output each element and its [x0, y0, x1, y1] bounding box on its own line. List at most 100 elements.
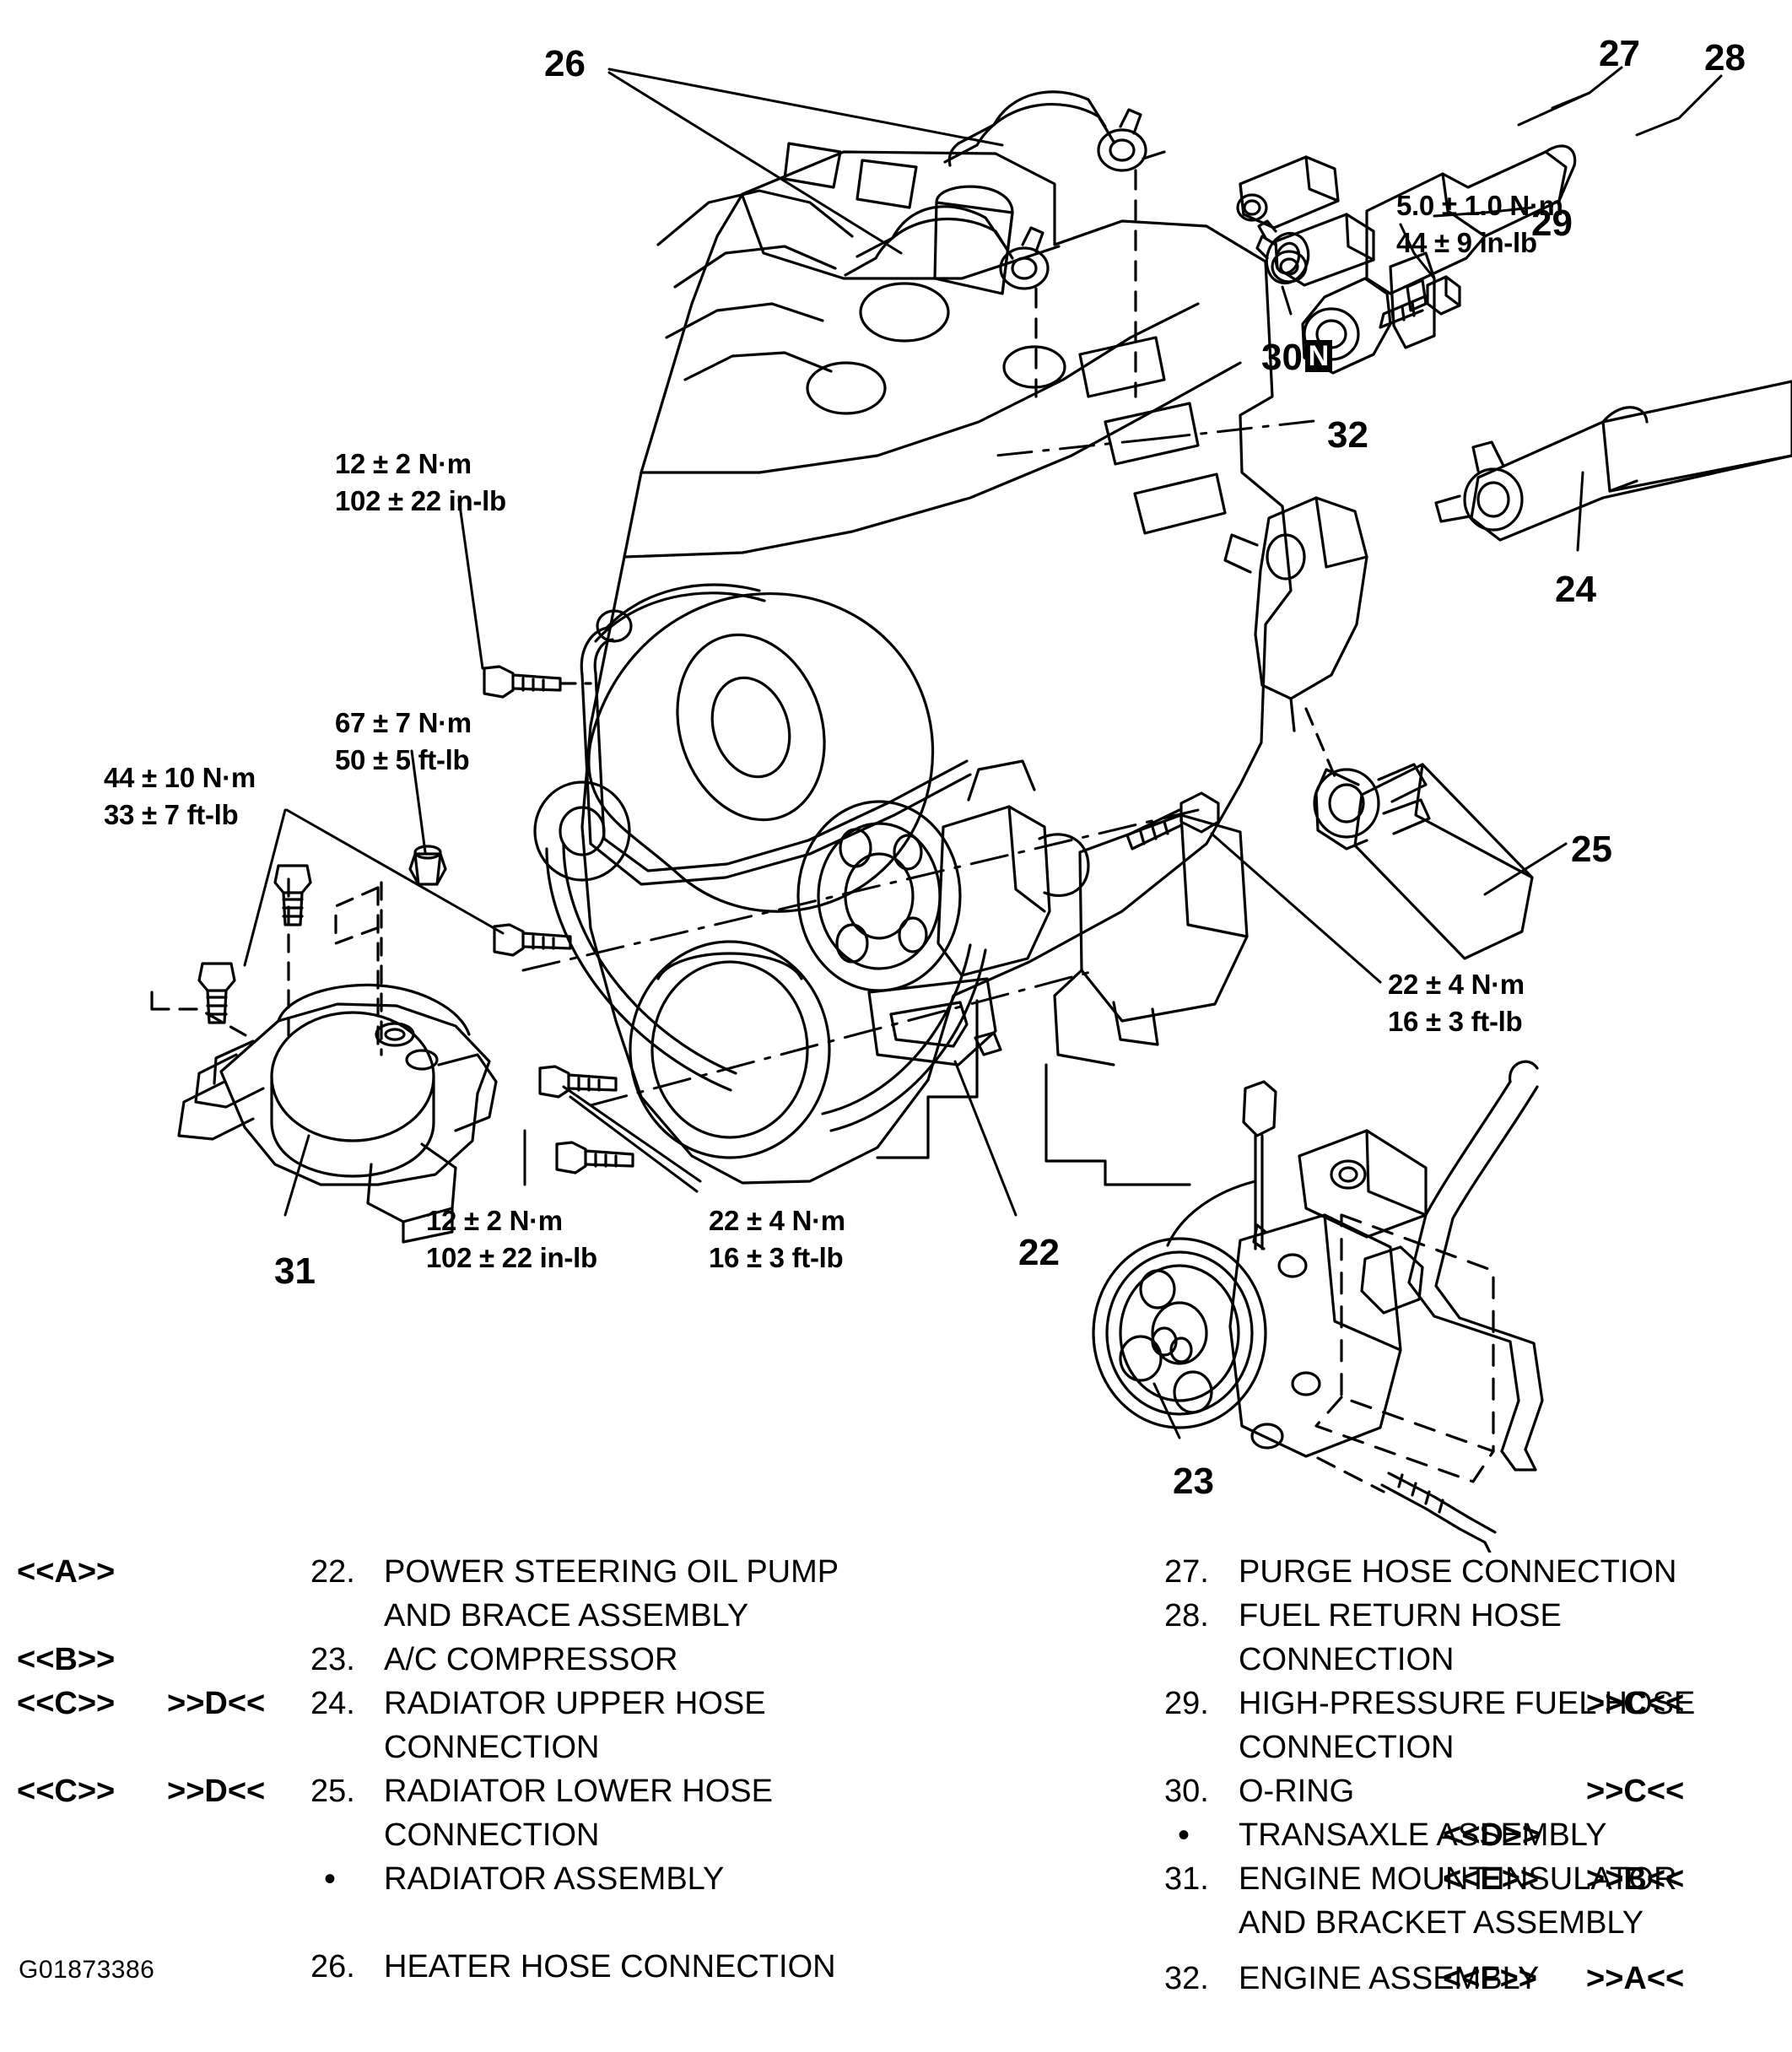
- legend-item-number: 23.: [310, 1642, 355, 1677]
- torque-fuel-hose-bolt-imperial: 44 ± 9 in-lb: [1396, 226, 1537, 258]
- legend-item-label: ENGINE ASSEMBLY: [1239, 1961, 1540, 1996]
- legend-mark-after: >>C<<: [1586, 1686, 1685, 1721]
- callout-24: 24: [1555, 569, 1596, 610]
- engine-mount-insulator-bracket: [150, 878, 498, 1244]
- torque-ps-pump-metric: 22 ± 4 N·m: [709, 1205, 845, 1236]
- high-pressure-fuel-hose: [1301, 144, 1577, 375]
- legend-row: • RADIATOR ASSEMBLY: [0, 1860, 894, 1904]
- legend-mark-before: <<C>>: [17, 1774, 116, 1809]
- fuel-return-hose-connection: [1255, 213, 1375, 287]
- torque-ps-pump-imperial: 16 ± 3 ft-lb: [709, 1241, 844, 1273]
- legend-item-label: HEATER HOSE CONNECTION: [384, 1949, 836, 1984]
- callout-32: 32: [1327, 414, 1368, 456]
- water-outlet-housing: [1223, 496, 1368, 732]
- heater-hose-connections: [844, 90, 1166, 398]
- legend-mark-before: <<D>>: [1443, 1817, 1541, 1853]
- torque-ac-compressor-metric: 22 ± 4 N·m: [1388, 969, 1525, 1000]
- legend-mark-after: >>A<<: [1586, 1961, 1685, 1996]
- torque-center-member-metric: 67 ± 7 N·m: [335, 707, 472, 738]
- ac-compressor: [1092, 1060, 1544, 1552]
- legend-row: <<E>> >>B<< 31. ENGINE MOUNT INSULATOR: [894, 1860, 1792, 1904]
- legend-mark-after: >>C<<: [1586, 1774, 1685, 1809]
- legend-row: <<C>>>>D<<25.RADIATOR LOWER HOSE: [0, 1772, 894, 1816]
- figure-id-label: G01873386: [19, 1956, 155, 1984]
- legend-item-number: •: [1178, 1817, 1190, 1854]
- legend-row: <<C>>>>D<<24.RADIATOR UPPER HOSE: [0, 1684, 894, 1728]
- torque-fuel-hose-bolt: 5.0 ± 1.0 N·m 44 ± 9 in-lb: [1396, 187, 1563, 261]
- legend-item-number: •: [324, 1860, 337, 1898]
- torque-bracket-lower-left-imperial: 102 ± 22 in-lb: [426, 1241, 597, 1273]
- legend-row-continuation: AND BRACE ASSEMBLY: [0, 1596, 894, 1640]
- legend-row-continuation: CONNECTION: [894, 1640, 1792, 1684]
- legend-item-label-cont: AND BRACE ASSEMBLY: [384, 1598, 749, 1634]
- legend-row-continuation: CONNECTION: [894, 1728, 1792, 1772]
- legend-item-number: 28.: [1164, 1598, 1209, 1634]
- bracket-bolt-c: [555, 1141, 634, 1174]
- torque-mount-insulator-imperial: 33 ± 7 ft-lb: [104, 798, 239, 830]
- callout-29: 29: [1531, 202, 1573, 244]
- legend-row-continuation: CONNECTION: [0, 1816, 894, 1860]
- legend-item-number: 26.: [310, 1949, 355, 1984]
- legend-item-number: 31.: [1164, 1861, 1209, 1897]
- torque-bolt-upper-left-imperial: 102 ± 22 in-lb: [335, 484, 506, 516]
- legend-item-label: TRANSAXLE ASSEMBLY: [1239, 1817, 1607, 1853]
- legend-item-number: 32.: [1164, 1961, 1209, 1996]
- torque-fuel-hose-bolt-metric: 5.0 ± 1.0 N·m: [1396, 190, 1563, 221]
- o-ring-part: [1265, 231, 1310, 285]
- legend-item-number: 27.: [1164, 1554, 1209, 1590]
- legend-item-label: HIGH-PRESSURE FUEL HOSE: [1239, 1686, 1696, 1721]
- legend-item-label: RADIATOR LOWER HOSE: [384, 1774, 773, 1809]
- legend-mark-before: <<F>>: [1443, 1961, 1537, 1996]
- legend-item-number: 25.: [310, 1774, 355, 1809]
- legend-item-label: RADIATOR ASSEMBLY: [384, 1861, 725, 1897]
- torque-center-member-imperial: 50 ± 5 ft-lb: [335, 743, 470, 775]
- legend-item-label: RADIATOR UPPER HOSE: [384, 1686, 766, 1721]
- callout-30-number: 30: [1261, 337, 1303, 378]
- legend-mark-before: <<A>>: [17, 1554, 116, 1590]
- callout-28: 28: [1704, 37, 1746, 78]
- legend-mark-before: <<C>>: [17, 1686, 116, 1721]
- legend-row: 27. PURGE HOSE CONNECTION: [894, 1552, 1792, 1596]
- legend-item-label-cont: CONNECTION: [384, 1817, 600, 1853]
- legend-mark-after: >>B<<: [1586, 1861, 1685, 1897]
- legend-item-number: 30.: [1164, 1774, 1209, 1809]
- engine-front-cover: [533, 591, 935, 1159]
- legend-item-label: O-RING: [1239, 1774, 1355, 1809]
- fuel-hose-mounting-bolt: [1379, 275, 1461, 329]
- torque-ac-compressor: 22 ± 4 N·m 16 ± 3 ft-lb: [1388, 966, 1525, 1040]
- legend-row: <<D>> • TRANSAXLE ASSEMBLY: [894, 1816, 1792, 1860]
- legend-row: 28. FUEL RETURN HOSE: [894, 1596, 1792, 1640]
- upper-bracket-bolt: [483, 665, 592, 699]
- legend-row-continuation: AND BRACKET ASSEMBLY: [894, 1904, 1792, 1947]
- bracket-bolt-b: [538, 1065, 618, 1099]
- legend-item-label: FUEL RETURN HOSE: [1239, 1598, 1562, 1634]
- legend-row: 26. HEATER HOSE CONNECTION: [0, 1947, 894, 1991]
- legend-row: <<A>>22.POWER STEERING OIL PUMP: [0, 1552, 894, 1596]
- engine-assembly-drawing: [150, 66, 1792, 1552]
- callout-22: 22: [1018, 1232, 1060, 1273]
- torque-center-member: 67 ± 7 N·m 50 ± 5 ft-lb: [335, 705, 472, 778]
- legend-item-label-cont: CONNECTION: [384, 1730, 600, 1765]
- callout-26: 26: [544, 43, 586, 84]
- legend-item-label: ENGINE MOUNT INSULATOR: [1239, 1861, 1677, 1897]
- legend-item-label-cont: CONNECTION: [1239, 1642, 1455, 1677]
- legend-item-number: 22.: [310, 1554, 355, 1590]
- ps-pump-bolt: [1125, 791, 1220, 850]
- legend-item-label: A/C COMPRESSOR: [384, 1642, 678, 1677]
- torque-bolt-upper-left: 12 ± 2 N·m 102 ± 22 in-lb: [335, 446, 506, 519]
- torque-ac-compressor-imperial: 16 ± 3 ft-lb: [1388, 1005, 1523, 1037]
- purge-hose-connection: [1236, 155, 1340, 230]
- callout-27: 27: [1599, 33, 1640, 74]
- torque-ps-pump: 22 ± 4 N·m 16 ± 3 ft-lb: [709, 1202, 845, 1276]
- torque-bolt-upper-left-metric: 12 ± 2 N·m: [335, 448, 472, 479]
- callout-23: 23: [1173, 1461, 1214, 1502]
- legend-row: >>C<< 30. O-RING: [894, 1772, 1792, 1816]
- legend-mark-before: <<E>>: [1443, 1861, 1540, 1897]
- center-member-nut: [408, 845, 447, 886]
- legend-item-label: PURGE HOSE CONNECTION: [1239, 1554, 1677, 1590]
- legend-item-number: 29.: [1164, 1686, 1209, 1721]
- radiator-upper-hose-connection: [1434, 380, 1792, 542]
